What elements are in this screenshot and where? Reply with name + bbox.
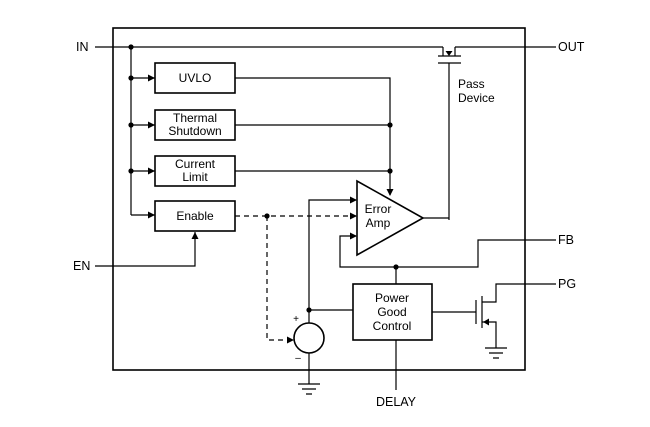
pg-transistor-icon	[475, 283, 556, 348]
pass-device-transistor-icon	[438, 47, 461, 220]
pass-device-label-1: Pass	[458, 77, 485, 91]
pin-pg: PG	[558, 277, 576, 291]
arrow-icon	[350, 212, 357, 220]
thermal-shutdown-label-2: Shutdown	[168, 124, 221, 138]
power-good-label-2: Good	[377, 305, 406, 319]
pass-device-label-2: Device	[458, 91, 495, 105]
uvlo-label: UVLO	[179, 71, 212, 85]
error-amp-label-2: Amp	[366, 216, 391, 230]
pin-delay: DELAY	[376, 395, 417, 409]
power-good-label-1: Power	[375, 291, 409, 305]
enable-block	[154, 200, 236, 232]
ground-icon	[298, 383, 320, 395]
pin-en: EN	[73, 259, 90, 273]
uvlo-block	[154, 62, 236, 94]
chip-boundary	[112, 27, 526, 371]
power-good-control-block	[352, 283, 433, 341]
en-wire	[95, 232, 196, 267]
junction	[387, 122, 393, 128]
arrow-icon	[386, 189, 394, 196]
enable-label: Enable	[176, 209, 214, 223]
power-good-label-3: Control	[373, 319, 412, 333]
ground-icon	[485, 347, 507, 359]
thermal-shutdown-label-1: Thermal	[173, 111, 217, 125]
thermal-shutdown-block	[154, 109, 236, 141]
arrow-icon	[350, 232, 357, 240]
arrow-icon	[148, 211, 155, 219]
arrow-icon	[287, 336, 294, 344]
fb-wire	[339, 235, 556, 268]
pin-fb: FB	[558, 233, 574, 247]
junction	[387, 168, 393, 174]
error-amp-label-1: Error	[365, 202, 392, 216]
pin-out: OUT	[558, 40, 585, 54]
comparator-minus: –	[295, 353, 301, 364]
arrow-icon	[148, 167, 155, 175]
error-amp-triangle	[356, 179, 425, 257]
arrow-icon	[148, 121, 155, 129]
comparator-circle	[293, 322, 325, 354]
current-limit-label-1: Current	[175, 157, 216, 171]
arrow-icon	[350, 196, 357, 204]
enable-dashed-down	[266, 216, 293, 341]
comparator-plus: +	[293, 314, 299, 325]
pin-in: IN	[76, 40, 89, 54]
arrow-icon	[191, 232, 199, 239]
current-limit-label-2: Limit	[182, 170, 208, 184]
arrow-icon	[148, 74, 155, 82]
